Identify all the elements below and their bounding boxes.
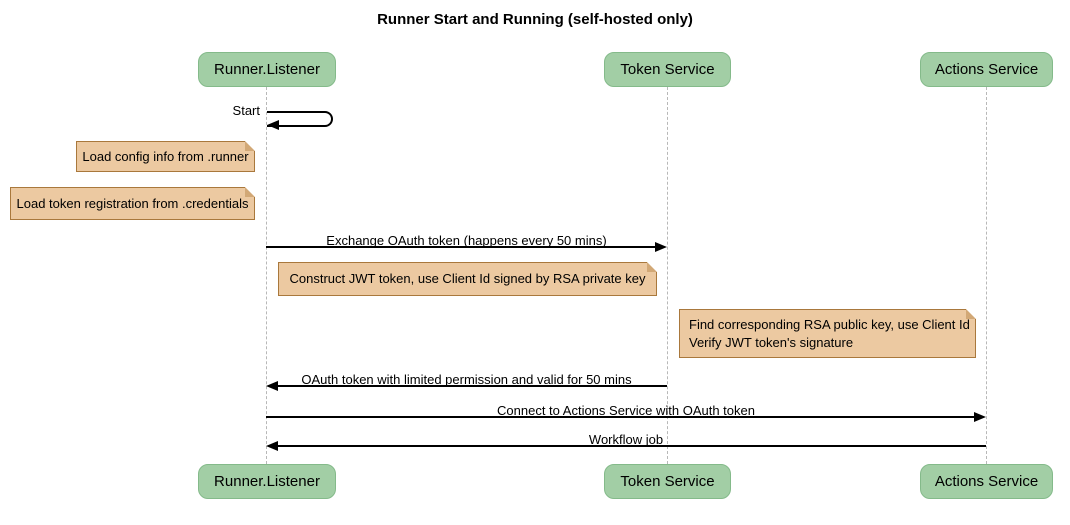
note-text-line2: Verify JWT token's signature: [689, 334, 854, 350]
note-verify-jwt: Find corresponding RSA public key, use C…: [679, 309, 976, 358]
message-workflow-job-label: Workflow job: [588, 432, 664, 447]
note-text-line1: Find corresponding RSA public key, use C…: [689, 316, 970, 332]
note-text: Load config info from .runner: [82, 148, 249, 164]
participant-runner-listener-top: Runner.Listener: [198, 52, 336, 87]
arrowhead-left-icon: [267, 120, 279, 130]
message-workflow-job-line: [277, 445, 986, 447]
message-oauth-token-line: [277, 385, 667, 387]
self-message-loop: [267, 111, 333, 127]
participant-label: Actions Service: [934, 61, 1039, 78]
participant-label: Runner.Listener: [214, 473, 320, 490]
note-fold-icon: [647, 262, 657, 272]
note-fold-icon: [966, 309, 976, 319]
note-load-config: Load config info from .runner: [76, 141, 255, 172]
note-text: Construct JWT token, use Client Id signe…: [289, 271, 646, 286]
participant-token-service-top: Token Service: [604, 52, 731, 87]
participant-label: Token Service: [620, 61, 715, 78]
participant-label: Runner.Listener: [214, 61, 320, 78]
message-oauth-token-label: OAuth token with limited permission and …: [301, 372, 632, 387]
message-connect-actions-line: [266, 416, 975, 418]
participant-actions-service-bottom: Actions Service: [920, 464, 1053, 499]
note-construct-jwt: Construct JWT token, use Client Id signe…: [278, 262, 657, 296]
arrowhead-left-icon: [266, 381, 278, 391]
diagram-title: Runner Start and Running (self-hosted on…: [377, 11, 693, 28]
arrowhead-left-icon: [266, 441, 278, 451]
note-fold-icon: [245, 187, 255, 197]
message-exchange-oauth-line: [266, 246, 656, 248]
participant-runner-listener-bottom: Runner.Listener: [198, 464, 336, 499]
message-connect-actions-label: Connect to Actions Service with OAuth to…: [497, 403, 755, 418]
note-fold-icon: [245, 141, 255, 151]
note-load-token-registration: Load token registration from .credential…: [10, 187, 255, 220]
message-exchange-oauth-label: Exchange OAuth token (happens every 50 m…: [326, 233, 607, 248]
arrowhead-right-icon: [974, 412, 986, 422]
lifeline-token-service: [667, 87, 668, 464]
lifeline-runner-listener: [266, 87, 267, 464]
participant-actions-service-top: Actions Service: [920, 52, 1053, 87]
message-start-label: Start: [232, 103, 260, 118]
arrowhead-right-icon: [655, 242, 667, 252]
lifeline-actions-service: [986, 87, 987, 464]
participant-token-service-bottom: Token Service: [604, 464, 731, 499]
participant-label: Actions Service: [934, 473, 1039, 490]
note-text: Load token registration from .credential…: [16, 195, 249, 211]
participant-label: Token Service: [620, 473, 715, 490]
